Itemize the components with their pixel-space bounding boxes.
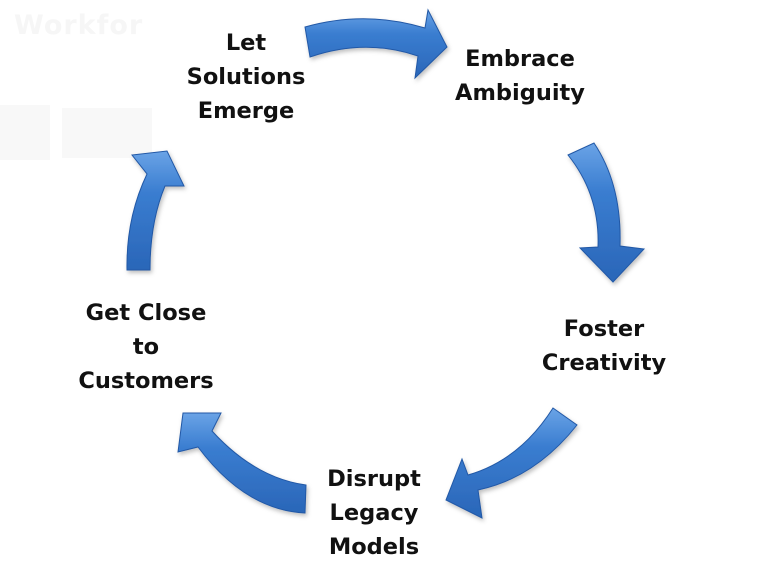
label-line: Legacy <box>329 500 419 526</box>
label-line: Models <box>328 534 420 560</box>
label-line: Embrace <box>465 46 575 72</box>
step-label-foster-creativity: Foster Creativity <box>542 312 666 380</box>
label-line: Emerge <box>197 98 295 124</box>
label-line: Ambiguity <box>455 80 585 106</box>
watermark-shape <box>62 108 152 158</box>
label-line: Get Close <box>85 300 207 326</box>
arrow-to-foster-creativity <box>567 142 646 283</box>
arrow-to-embrace-ambiguity <box>304 8 448 80</box>
label-line: to <box>132 334 160 360</box>
arrow-to-let-solutions-emerge <box>126 150 185 271</box>
watermark-shape <box>0 105 50 160</box>
label-line: Creativity <box>541 350 667 376</box>
label-line: Let <box>225 30 267 56</box>
step-label-embrace-ambiguity: Embrace Ambiguity <box>455 42 585 110</box>
step-label-get-close-to-customers: Get Close to Customers <box>78 296 213 398</box>
label-line: Disrupt <box>327 466 421 492</box>
label-line: Customers <box>78 368 214 394</box>
step-label-let-solutions-emerge: Let Solutions Emerge <box>187 26 306 128</box>
step-label-disrupt-legacy-models: Disrupt Legacy Models <box>327 462 421 564</box>
arrow-to-disrupt-legacy-models <box>445 407 578 519</box>
label-line: Solutions <box>186 64 306 90</box>
label-line: Foster <box>563 316 645 342</box>
arrow-to-get-close-to-customers <box>177 412 307 514</box>
watermark-text: Workfor <box>14 10 144 41</box>
